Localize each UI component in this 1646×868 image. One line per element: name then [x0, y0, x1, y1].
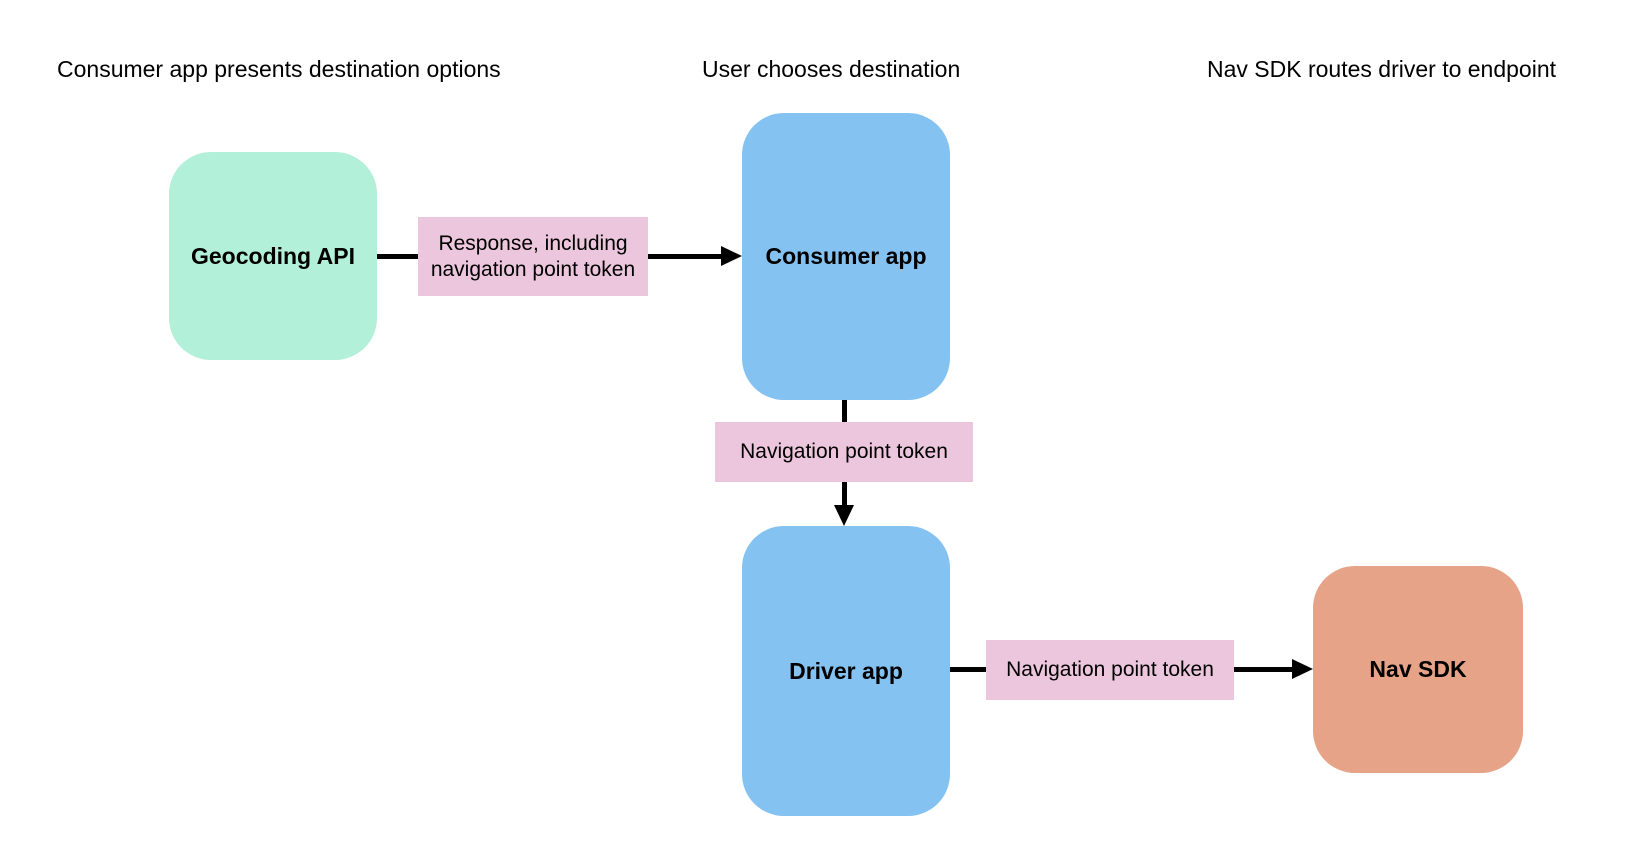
arrowhead-right-icon: [1292, 659, 1313, 679]
node-driver-app: Driver app: [742, 526, 950, 816]
node-label-consumer-app: Consumer app: [765, 243, 927, 269]
node-nav-sdk: Nav SDK: [1313, 566, 1523, 773]
column-header-user-chooses: User chooses destination: [702, 56, 961, 82]
node-geocoding-api: Geocoding API: [169, 152, 377, 360]
edge-label-navigation-point-token-1: Navigation point token: [715, 422, 973, 482]
arrowhead-right-icon: [721, 246, 742, 266]
node-label-nav-sdk: Nav SDK: [1369, 656, 1467, 682]
node-label-geocoding-api: Geocoding API: [191, 242, 355, 269]
arrowhead-down-icon: [834, 505, 854, 526]
column-header-nav-sdk-routes: Nav SDK routes driver to endpoint: [1207, 56, 1557, 82]
node-label-driver-app: Driver app: [789, 657, 903, 684]
column-header-consumer-presents: Consumer app presents destination option…: [57, 56, 501, 82]
edge-label-response-token: Response, including navigation point tok…: [418, 217, 648, 296]
node-consumer-app: Consumer app: [742, 113, 950, 400]
edge-label-navigation-point-token-2: Navigation point token: [986, 640, 1234, 700]
